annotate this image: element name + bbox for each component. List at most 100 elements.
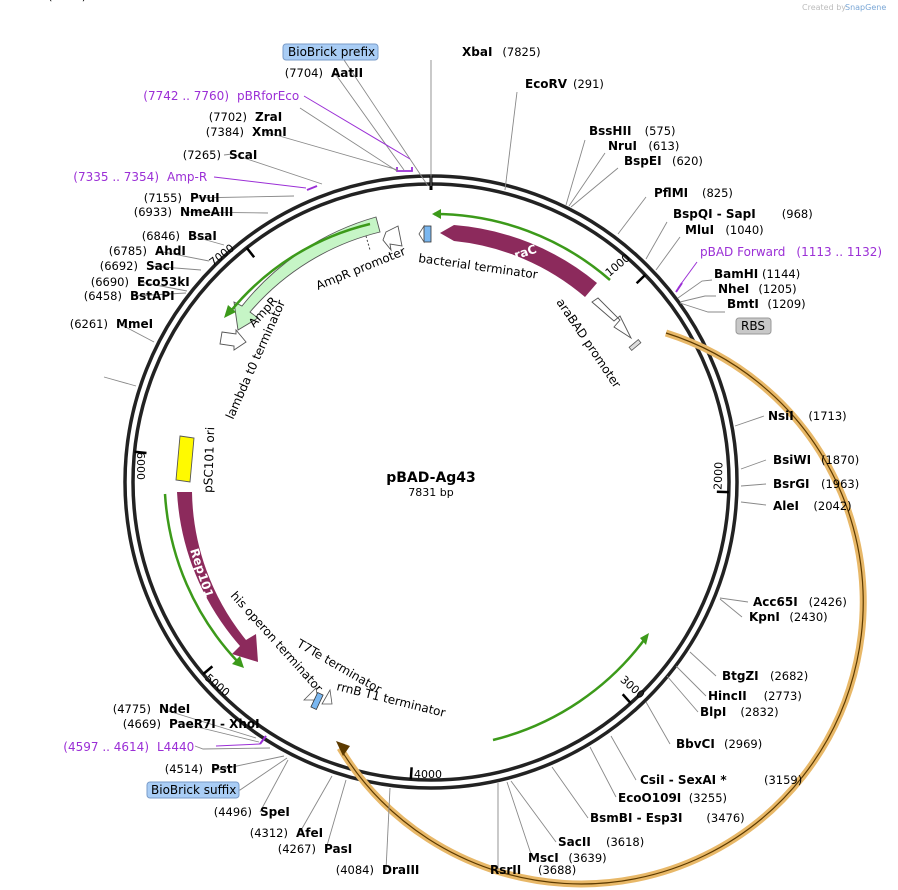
site-blpi[interactable]: BlpI(2832) — [700, 705, 779, 719]
svg-text:(613): (613) — [648, 139, 679, 153]
svg-text:EcoRI: EcoRI — [0, 0, 37, 3]
site-pasi[interactable]: PasI(4267) — [278, 842, 352, 856]
svg-text:EcoRV: EcoRV — [525, 77, 568, 91]
rep101-arrow — [177, 492, 258, 662]
site-bsai[interactable]: BsaI(6846) — [142, 229, 217, 243]
site-acc65i[interactable]: Acc65I(2426) — [753, 595, 847, 609]
site-aatii[interactable]: AatII(7704) — [285, 66, 363, 80]
svg-text:BioBrick suffix: BioBrick suffix — [151, 783, 236, 797]
ruler-tick-2000: 2000 — [712, 462, 729, 494]
svg-text:SacII: SacII — [558, 835, 591, 849]
site-bsmbi[interactable]: BsmBI - Esp3I (3476) — [590, 811, 745, 825]
svg-text:(2042): (2042) — [813, 499, 851, 513]
svg-text:7000: 7000 — [207, 242, 237, 269]
site-bspqi[interactable]: BspQI - SapI(968) — [673, 207, 813, 221]
svg-text:CsiI - SexAI *: CsiI - SexAI * — [640, 773, 727, 787]
site-afei[interactable]: AfeI (4312) — [250, 826, 323, 840]
svg-text:(3476): (3476) — [706, 811, 744, 825]
pSC101-ori-label: pSC101 ori — [201, 427, 217, 493]
araBAD-promoter-label: araBAD promoter — [554, 296, 624, 391]
site-ahdi[interactable]: AhdI(6785) — [109, 244, 186, 258]
rrnb-t1-label: rrnB T1 terminator — [335, 679, 447, 720]
site-bamhi[interactable]: BamHI(1144) — [714, 267, 800, 281]
site-bbvci[interactable]: BbvCI(2969) — [676, 737, 762, 751]
site-mlui[interactable]: MluI(1040) — [685, 223, 764, 237]
svg-text:PvuI: PvuI — [190, 191, 220, 205]
site-paer7i[interactable]: PaeR7I - XhoI(4669) — [123, 717, 260, 731]
svg-text:AatII: AatII — [331, 66, 363, 80]
svg-text:(1205): (1205) — [758, 282, 796, 296]
site-bstapi[interactable]: BstAPI(6458) — [84, 289, 175, 303]
svg-text:L4440: L4440 — [157, 740, 194, 754]
plasmid-name: pBAD-Ag43 — [386, 470, 476, 486]
site-rsrii[interactable]: RsrII(3688) — [490, 863, 576, 877]
site-alei[interactable]: AleI (2042) — [773, 499, 852, 513]
site-msci[interactable]: MscI(3639) — [528, 851, 607, 865]
site-pvui[interactable]: PvuI(7155) — [144, 191, 220, 205]
site-bsshii[interactable]: BssHII(575) — [589, 124, 676, 138]
site-bspei[interactable]: BspEI(620) — [624, 154, 703, 168]
rep101-label: Rep101 — [187, 547, 216, 600]
svg-text:AfeI: AfeI — [296, 826, 323, 840]
site-zrai[interactable]: ZraI(7702) — [209, 110, 282, 124]
site-nhei[interactable]: NheI(1205) — [718, 282, 797, 296]
svg-text:(7810): (7810) — [48, 0, 86, 3]
svg-text:PaeR7I - XhoI: PaeR7I - XhoI — [169, 717, 260, 731]
site-xmni[interactable]: XmnI(7384) — [206, 125, 287, 139]
site-psti[interactable]: PstI(4514) — [165, 762, 237, 776]
svg-text:BsaI: BsaI — [188, 229, 217, 243]
site-pflmi[interactable]: PflMI(825) — [654, 186, 733, 200]
svg-text:AleI: AleI — [773, 499, 799, 513]
site-eco53ki[interactable]: Eco53kI(6690) — [91, 275, 190, 289]
site-sacii[interactable]: SacII(3618) — [558, 835, 644, 849]
svg-text:(1113 .. 1132): (1113 .. 1132) — [796, 245, 882, 259]
site-mmei[interactable]: MmeI(6261) — [70, 317, 153, 331]
svg-text:(1040): (1040) — [725, 223, 763, 237]
site-spei[interactable]: SpeI(4496) — [214, 805, 290, 819]
svg-text:BsiWI: BsiWI — [773, 453, 811, 467]
svg-text:BmtI: BmtI — [727, 297, 759, 311]
site-saci[interactable]: SacI(6692) — [100, 259, 175, 273]
araC-arrow — [454, 225, 597, 297]
svg-text:Amp-R: Amp-R — [167, 170, 207, 184]
site-nsii[interactable]: NsiI(1713) — [768, 409, 847, 423]
site-ecorv[interactable]: EcoRV(291) — [525, 77, 604, 91]
svg-text:(825): (825) — [702, 186, 733, 200]
site-ecori[interactable]: EcoRI (7810) — [0, 0, 86, 3]
site-bsrgi[interactable]: BsrGI(1963) — [773, 477, 859, 491]
site-bsiwi[interactable]: BsiWI(1870) — [773, 453, 859, 467]
site-nrui[interactable]: NruI(613) — [608, 139, 679, 153]
svg-text:BsmBI - Esp3I: BsmBI - Esp3I — [590, 811, 682, 825]
svg-text:(6933): (6933) — [134, 205, 172, 219]
site-xbai[interactable]: XbaI(7825) — [462, 45, 541, 59]
rbs-box: RBS — [735, 317, 772, 335]
svg-text:PasI: PasI — [324, 842, 352, 856]
primer-pbad-forward[interactable]: pBAD Forward(1113 .. 1132) — [700, 245, 882, 259]
ampR-promoter-arrow — [382, 225, 403, 252]
svg-text:ZraI: ZraI — [255, 110, 282, 124]
site-hincii[interactable]: HincII(2773) — [708, 689, 802, 703]
svg-text:3000: 3000 — [618, 673, 648, 701]
svg-text:6000: 6000 — [134, 452, 147, 480]
svg-text:BspQI - SapI: BspQI - SapI — [673, 207, 756, 221]
svg-text:KpnI: KpnI — [749, 610, 780, 624]
site-ndei[interactable]: NdeI(4775) — [113, 702, 191, 716]
ruler-tick-3000: 3000 — [618, 673, 648, 704]
site-ecoo109i[interactable]: EcoO109I(3255) — [618, 791, 727, 805]
primer-pbrforeco[interactable]: pBRforEco(7742 .. 7760) — [143, 89, 299, 103]
site-btgzi[interactable]: BtgZI(2682) — [722, 669, 808, 683]
site-scai[interactable]: ScaI(7265) — [183, 148, 258, 162]
primer-amp-r[interactable]: Amp-R(7335 .. 7354) — [73, 170, 207, 184]
site-csii[interactable]: CsiI - SexAI *(3159) — [640, 773, 802, 787]
green-orf-arc — [492, 635, 649, 742]
primer-l4440[interactable]: L4440(4597 .. 4614) — [63, 740, 194, 754]
site-bmti[interactable]: BmtI(1209) — [727, 297, 806, 311]
site-draiii[interactable]: DraIII(4084) — [336, 863, 420, 877]
svg-text:NmeAIII: NmeAIII — [180, 205, 233, 219]
ruler-tick-6000: 6000 — [134, 450, 147, 480]
site-kpni[interactable]: KpnI(2430) — [749, 610, 828, 624]
svg-text:(3255): (3255) — [689, 791, 727, 805]
svg-text:(4312): (4312) — [250, 826, 288, 840]
site-nmeaiii[interactable]: NmeAIII (6933) — [134, 205, 234, 219]
plasmid-length: 7831 bp — [408, 486, 453, 499]
